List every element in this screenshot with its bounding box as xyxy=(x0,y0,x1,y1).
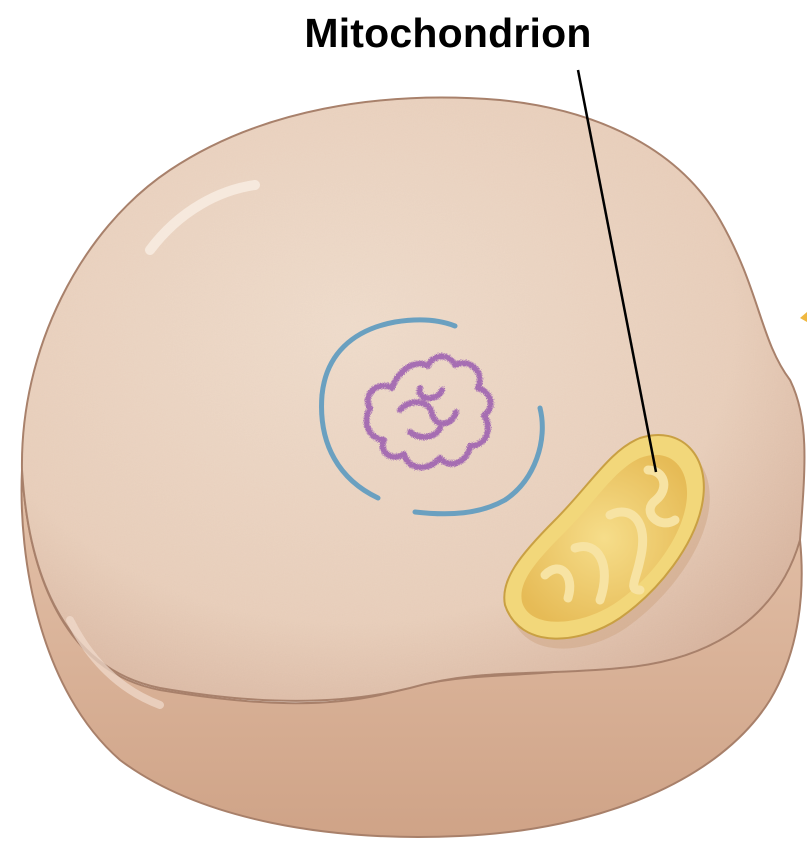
cell-texture xyxy=(22,98,805,701)
edge-mark xyxy=(800,312,807,322)
mitochondrion-label: Mitochondrion xyxy=(248,8,648,58)
